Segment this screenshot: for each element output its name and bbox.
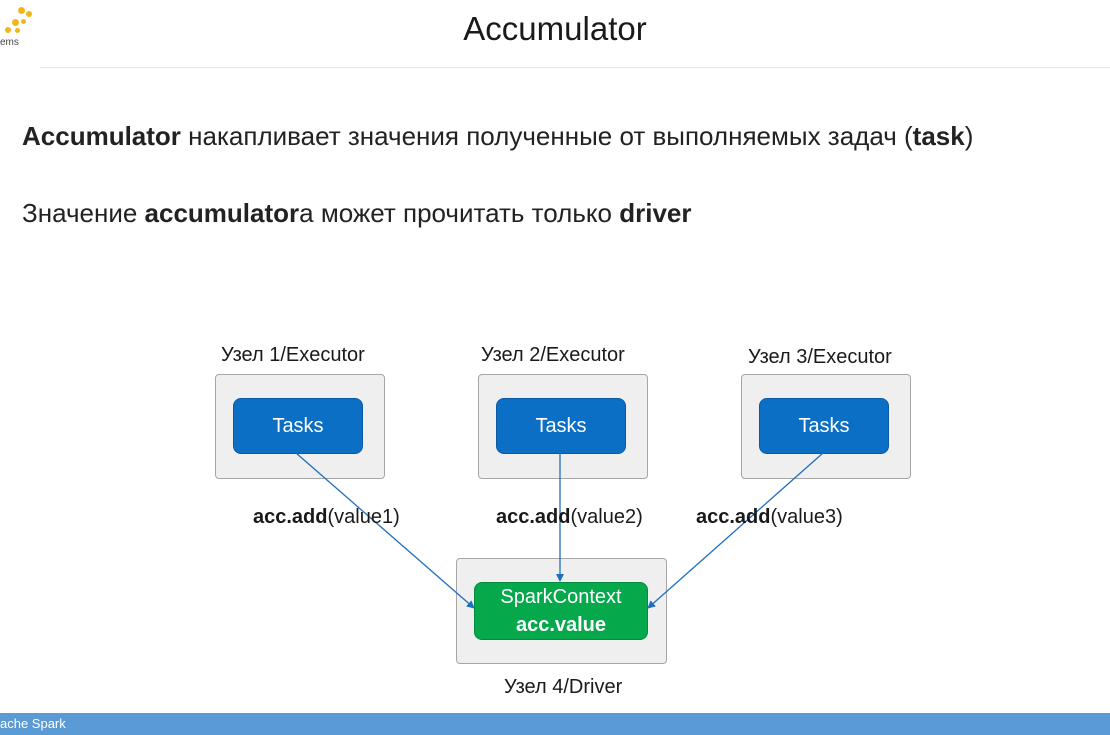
node-label-3: Узел 3/Executor [748, 346, 892, 368]
logo-dot [21, 19, 26, 24]
text-line-2: Значение accumulatorа может прочитать то… [22, 198, 692, 229]
edge-label-2: acc.add(value2) [496, 506, 643, 529]
slide-title: Accumulator [463, 10, 647, 47]
text-fragment: накапливает значения полученные от выпол… [180, 121, 913, 151]
text-line-1: Accumulator накапливает значения получен… [22, 121, 973, 152]
edge-label-3: acc.add(value3) [696, 506, 843, 529]
spark-context-label: SparkContext [500, 586, 622, 608]
edge-op: acc.add [696, 506, 771, 528]
spark-context-box: SparkContext acc.value [474, 582, 648, 640]
text-fragment: Значение [22, 198, 145, 228]
tasks-box-2: Tasks [496, 398, 626, 454]
edge-arrow-1 [295, 452, 475, 609]
company-logo: ems [0, 0, 40, 50]
bold-term: task [912, 121, 965, 151]
node-label-2: Узел 2/Executor [481, 344, 625, 366]
logo-dot [18, 7, 25, 14]
text-fragment: а может прочитать только [299, 198, 620, 228]
footer-text: ache Spark [0, 716, 66, 731]
tasks-box-1: Tasks [233, 398, 363, 454]
logo-dot [26, 11, 32, 17]
edge-op: acc.add [496, 506, 571, 528]
edge-arg: (value1) [327, 506, 400, 528]
edge-arrow-3 [647, 452, 824, 609]
title-divider [40, 67, 1110, 68]
logo-dot [12, 19, 19, 26]
driver-label: Узел 4/Driver [504, 676, 623, 698]
logo-dot [15, 28, 20, 33]
bold-term: Accumulator [22, 121, 181, 151]
bold-term: driver [619, 198, 692, 228]
logo-dot [5, 27, 11, 33]
node-label-1: Узел 1/Executor [221, 344, 365, 366]
edge-op: acc.add [253, 506, 328, 528]
text-fragment: ) [964, 121, 974, 151]
edge-arg: (value2) [570, 506, 643, 528]
acc-value-label: acc.value [515, 614, 607, 636]
tasks-box-3: Tasks [759, 398, 889, 454]
edge-label-1: acc.add(value1) [253, 506, 400, 529]
edge-arg: (value3) [770, 506, 843, 528]
bold-term: accumulator [144, 198, 300, 228]
logo-text: ems [0, 37, 19, 48]
footer-bar: ache Spark [0, 713, 1110, 735]
